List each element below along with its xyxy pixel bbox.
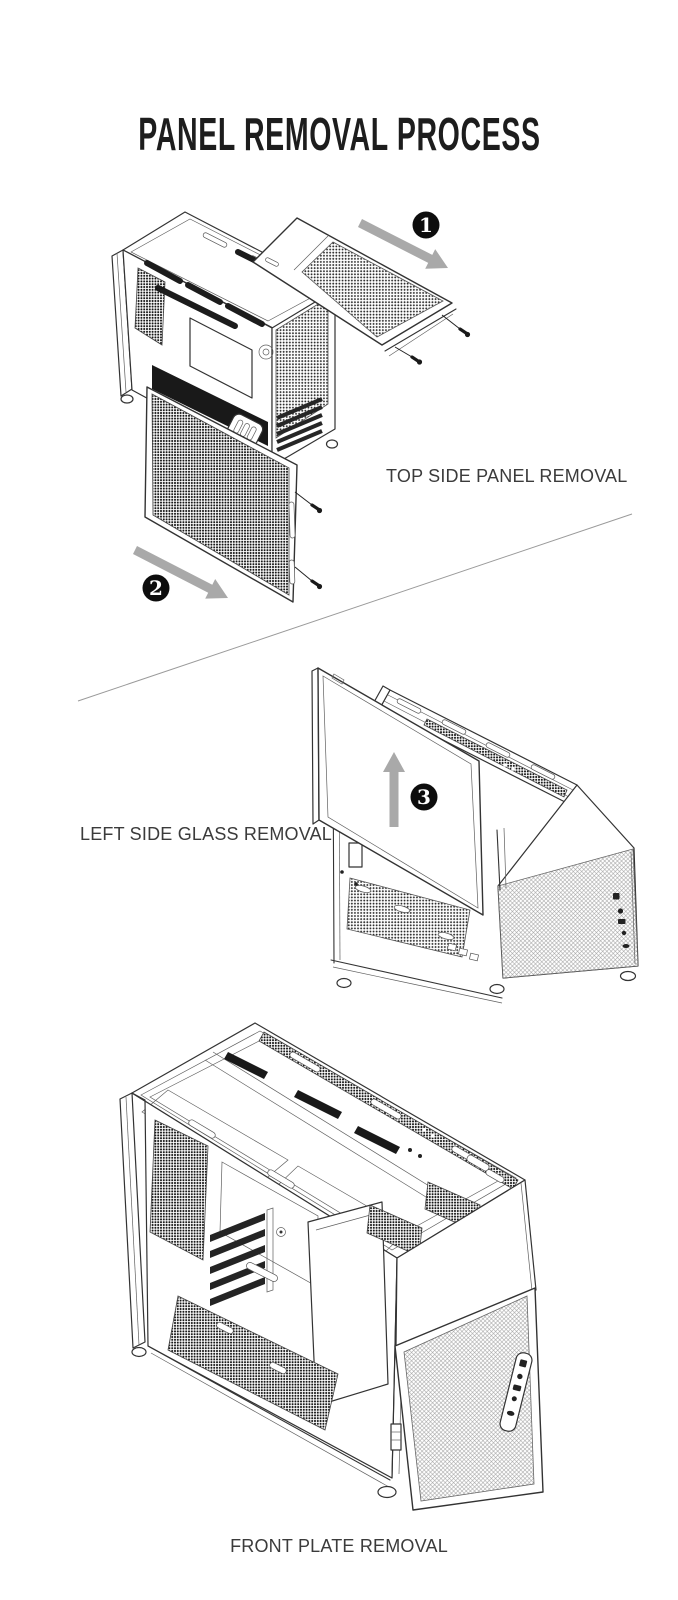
pci-slot-covers — [276, 397, 323, 452]
psu-shroud-panel — [307, 1201, 389, 1407]
diagram-top-side-panel: 1 2 — [111, 211, 471, 603]
diagram-left-side-glass: 3 — [311, 667, 639, 1004]
bottom-dust-filter — [346, 877, 471, 958]
front-mesh — [497, 848, 639, 979]
case-foot — [336, 977, 352, 989]
bottom-dust-filter — [167, 1295, 339, 1431]
case-foot — [325, 439, 339, 449]
slide-arrow-icon — [358, 219, 448, 269]
top-mesh-panel — [252, 217, 457, 357]
slide-arrow-icon — [133, 546, 228, 599]
step-1-number: 1 — [419, 213, 433, 237]
screw — [294, 491, 323, 514]
step-3-badge: 3 — [410, 783, 438, 811]
step-1-badge: 1 — [412, 211, 440, 239]
case-foot — [489, 983, 505, 995]
diagram-front-plate — [119, 1022, 544, 1511]
case-foot — [377, 1485, 397, 1499]
motherboard-window — [189, 317, 253, 399]
front-mesh-plate — [394, 1287, 544, 1511]
screw — [294, 566, 323, 590]
lift-arrow-icon — [383, 752, 405, 827]
step-3-number: 3 — [417, 785, 431, 809]
pc-case — [119, 1022, 537, 1499]
page-title-text: PANEL REMOVAL PROCESS — [137, 107, 541, 160]
case-foot — [120, 394, 134, 404]
page-title: PANEL REMOVAL PROCESS — [0, 111, 678, 157]
section-label-front-plate: FRONT PLATE REMOVAL — [230, 1536, 448, 1556]
pc-case — [111, 211, 339, 467]
case-foot — [131, 1346, 147, 1358]
screw — [394, 346, 423, 365]
side-mesh-panel — [144, 386, 298, 603]
section-divider — [77, 513, 633, 702]
glass-panel — [311, 667, 484, 916]
front-io-ports — [499, 1352, 533, 1432]
section-label-left-side-glass: LEFT SIDE GLASS REMOVAL — [80, 824, 333, 844]
front-io-ports — [613, 893, 630, 948]
step-2-number: 2 — [149, 576, 163, 600]
pc-case — [330, 685, 639, 1004]
step-2-badge: 2 — [142, 574, 170, 602]
case-foot — [619, 970, 637, 982]
screw — [441, 314, 471, 338]
section-label-top-side-panel: TOP SIDE PANEL REMOVAL — [386, 466, 628, 486]
front-fan-mount-mesh — [149, 1119, 209, 1261]
